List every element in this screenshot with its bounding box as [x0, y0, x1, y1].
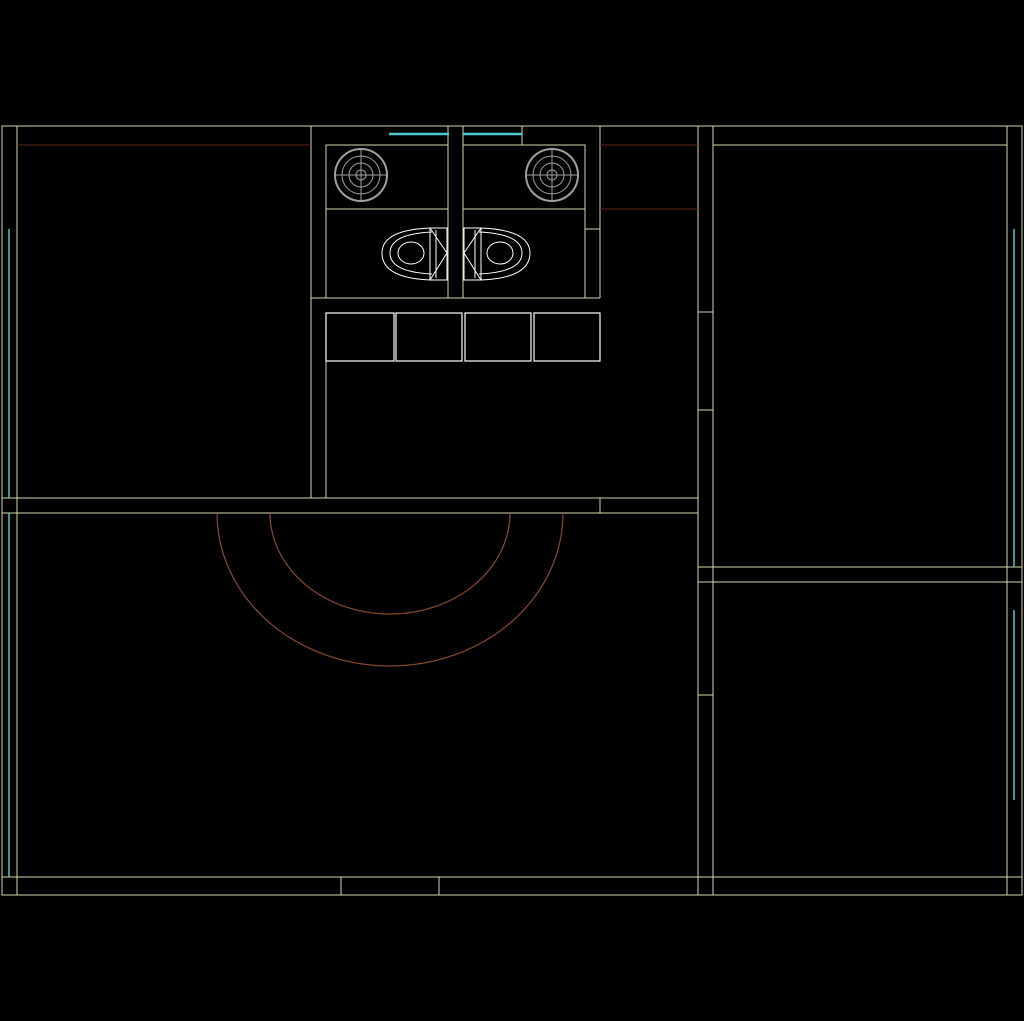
outer-wall: [1, 125, 1023, 896]
windows: [8, 132, 1015, 877]
room-bottom-left: [16, 512, 699, 878]
room-top-left: [16, 144, 312, 499]
toilet-icon: [381, 227, 448, 281]
hidden-lines: [17, 144, 698, 210]
door-swing-arcs: [216, 512, 564, 667]
sink-icon: [525, 148, 579, 202]
room-top-right: [712, 144, 1008, 568]
lockers: [325, 312, 601, 362]
toilet-icon: [463, 227, 531, 281]
sink-icon: [334, 148, 388, 202]
walls: [1, 125, 1023, 896]
room-bottom-right: [712, 581, 1008, 878]
